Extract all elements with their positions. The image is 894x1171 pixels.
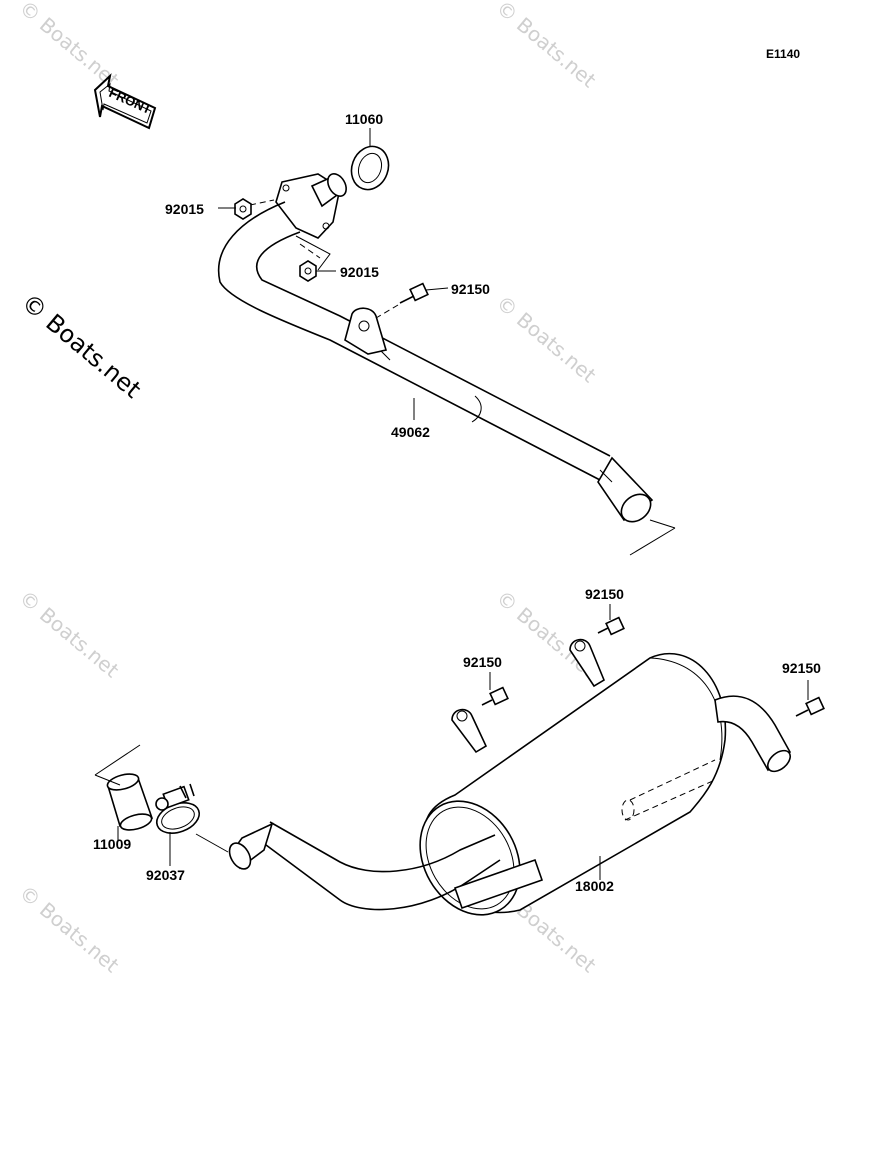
- clamp-92037-icon: [155, 783, 201, 834]
- bolt-92150-right-icon: [795, 696, 825, 717]
- exhaust-pipe: [217, 145, 654, 523]
- part-label-92150-right: 92150: [782, 660, 821, 676]
- part-label-92015-left: 92015: [165, 201, 204, 217]
- watermark-6: © Boats.net: [15, 880, 124, 977]
- front-arrow-icon: FRONT: [93, 73, 157, 130]
- bolt-92150-pipe-icon: [375, 282, 429, 319]
- part-label-92015-lower: 92015: [340, 264, 379, 280]
- nut-92015-left-icon: [234, 198, 252, 220]
- part-label-92037: 92037: [146, 867, 185, 883]
- part-label-11009: 11009: [93, 836, 131, 852]
- part-label-18002: 18002: [575, 878, 614, 894]
- part-label-92150-pipe: 92150: [451, 281, 490, 297]
- muffler: [228, 638, 792, 916]
- watermark-side: © Boats.net: [16, 288, 146, 404]
- bolt-92150-top-icon: [597, 616, 625, 636]
- part-label-92150-top: 92150: [585, 586, 624, 602]
- part-label-11060: 11060: [345, 111, 383, 127]
- watermark-2: © Boats.net: [492, 0, 601, 92]
- bolt-92150-left-icon: [481, 686, 509, 706]
- nut-92015-lower-icon: [299, 260, 317, 282]
- part-label-49062: 49062: [391, 424, 430, 440]
- watermark-3: © Boats.net: [492, 290, 601, 387]
- sleeve-11009-icon: [106, 773, 154, 831]
- watermark-4: © Boats.net: [15, 585, 124, 682]
- part-label-92150-left: 92150: [463, 654, 502, 670]
- diagram-code: E1140: [766, 47, 800, 61]
